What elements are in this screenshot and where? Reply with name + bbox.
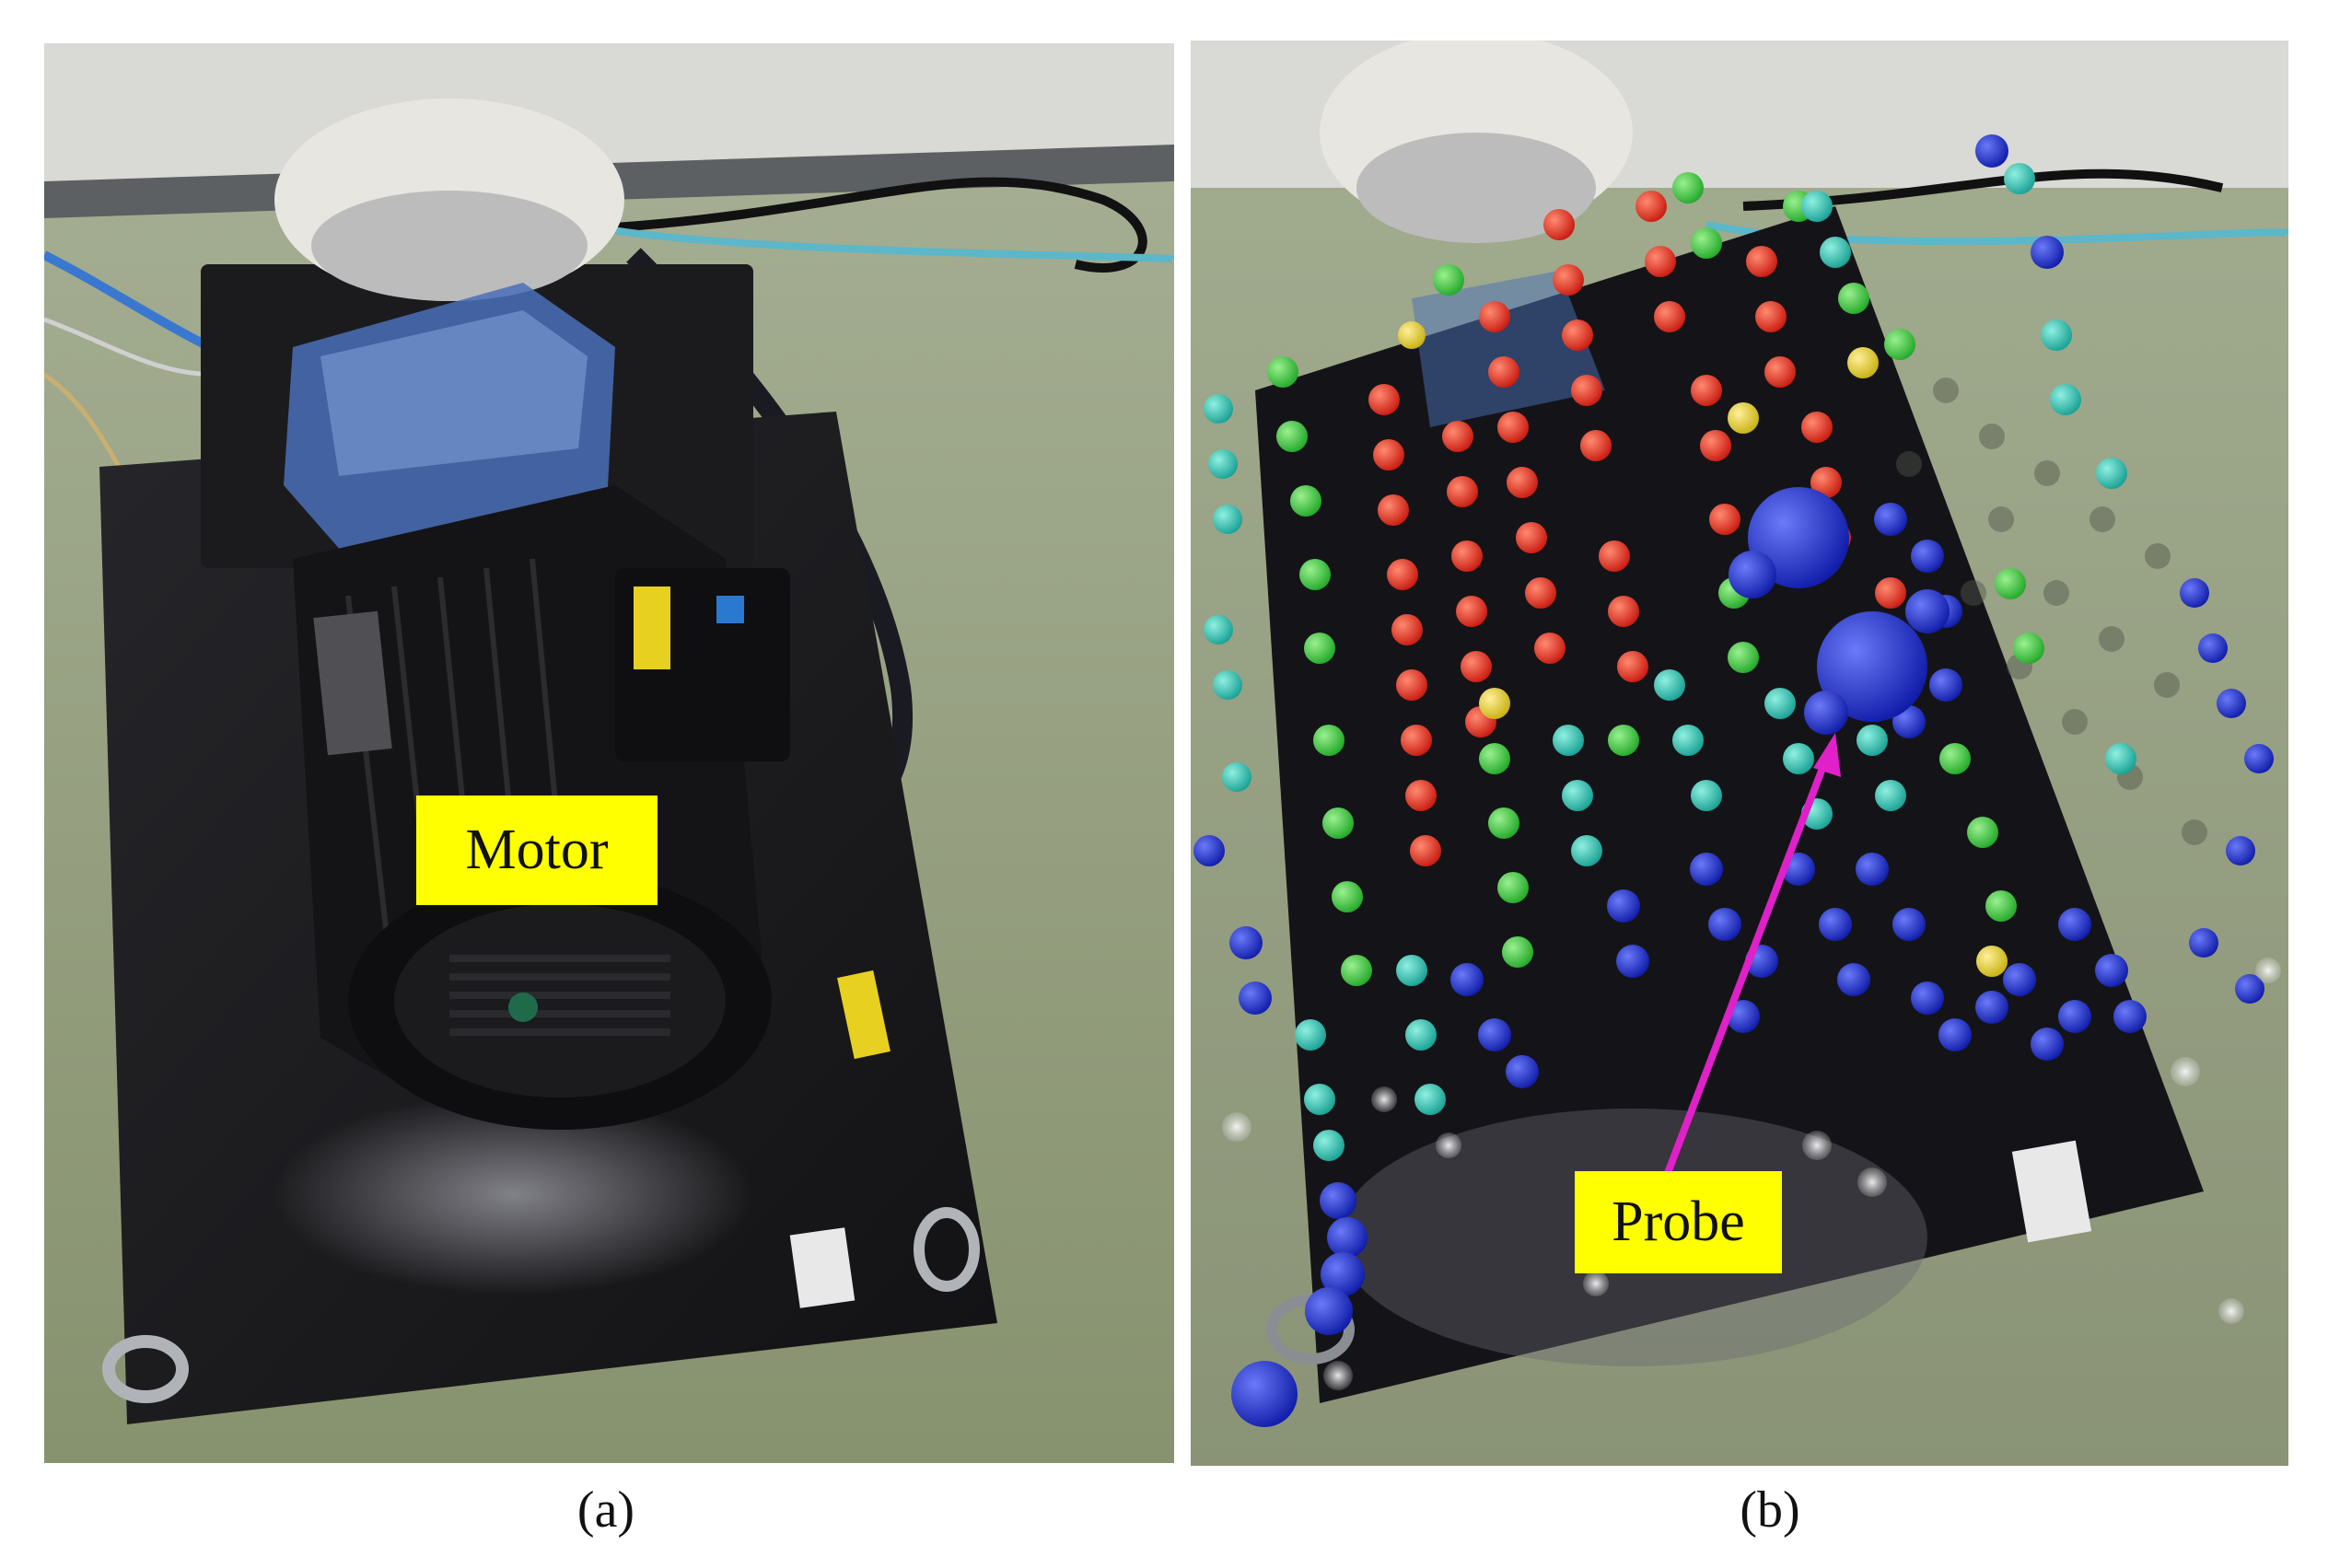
probe-label: Probe xyxy=(1575,1171,1782,1273)
field-spheres xyxy=(1193,134,2281,1427)
probe-sphere-lower xyxy=(1817,611,1927,722)
caption-b: (b) xyxy=(1740,1481,1800,1539)
arrow-icon xyxy=(1664,733,1841,1175)
photo-panel-a xyxy=(44,43,1174,1463)
motor-label: Motor xyxy=(416,796,658,905)
caption-a: (a) xyxy=(576,1481,635,1539)
base-plate xyxy=(1255,206,2204,1403)
motor-photo xyxy=(44,43,1174,1463)
